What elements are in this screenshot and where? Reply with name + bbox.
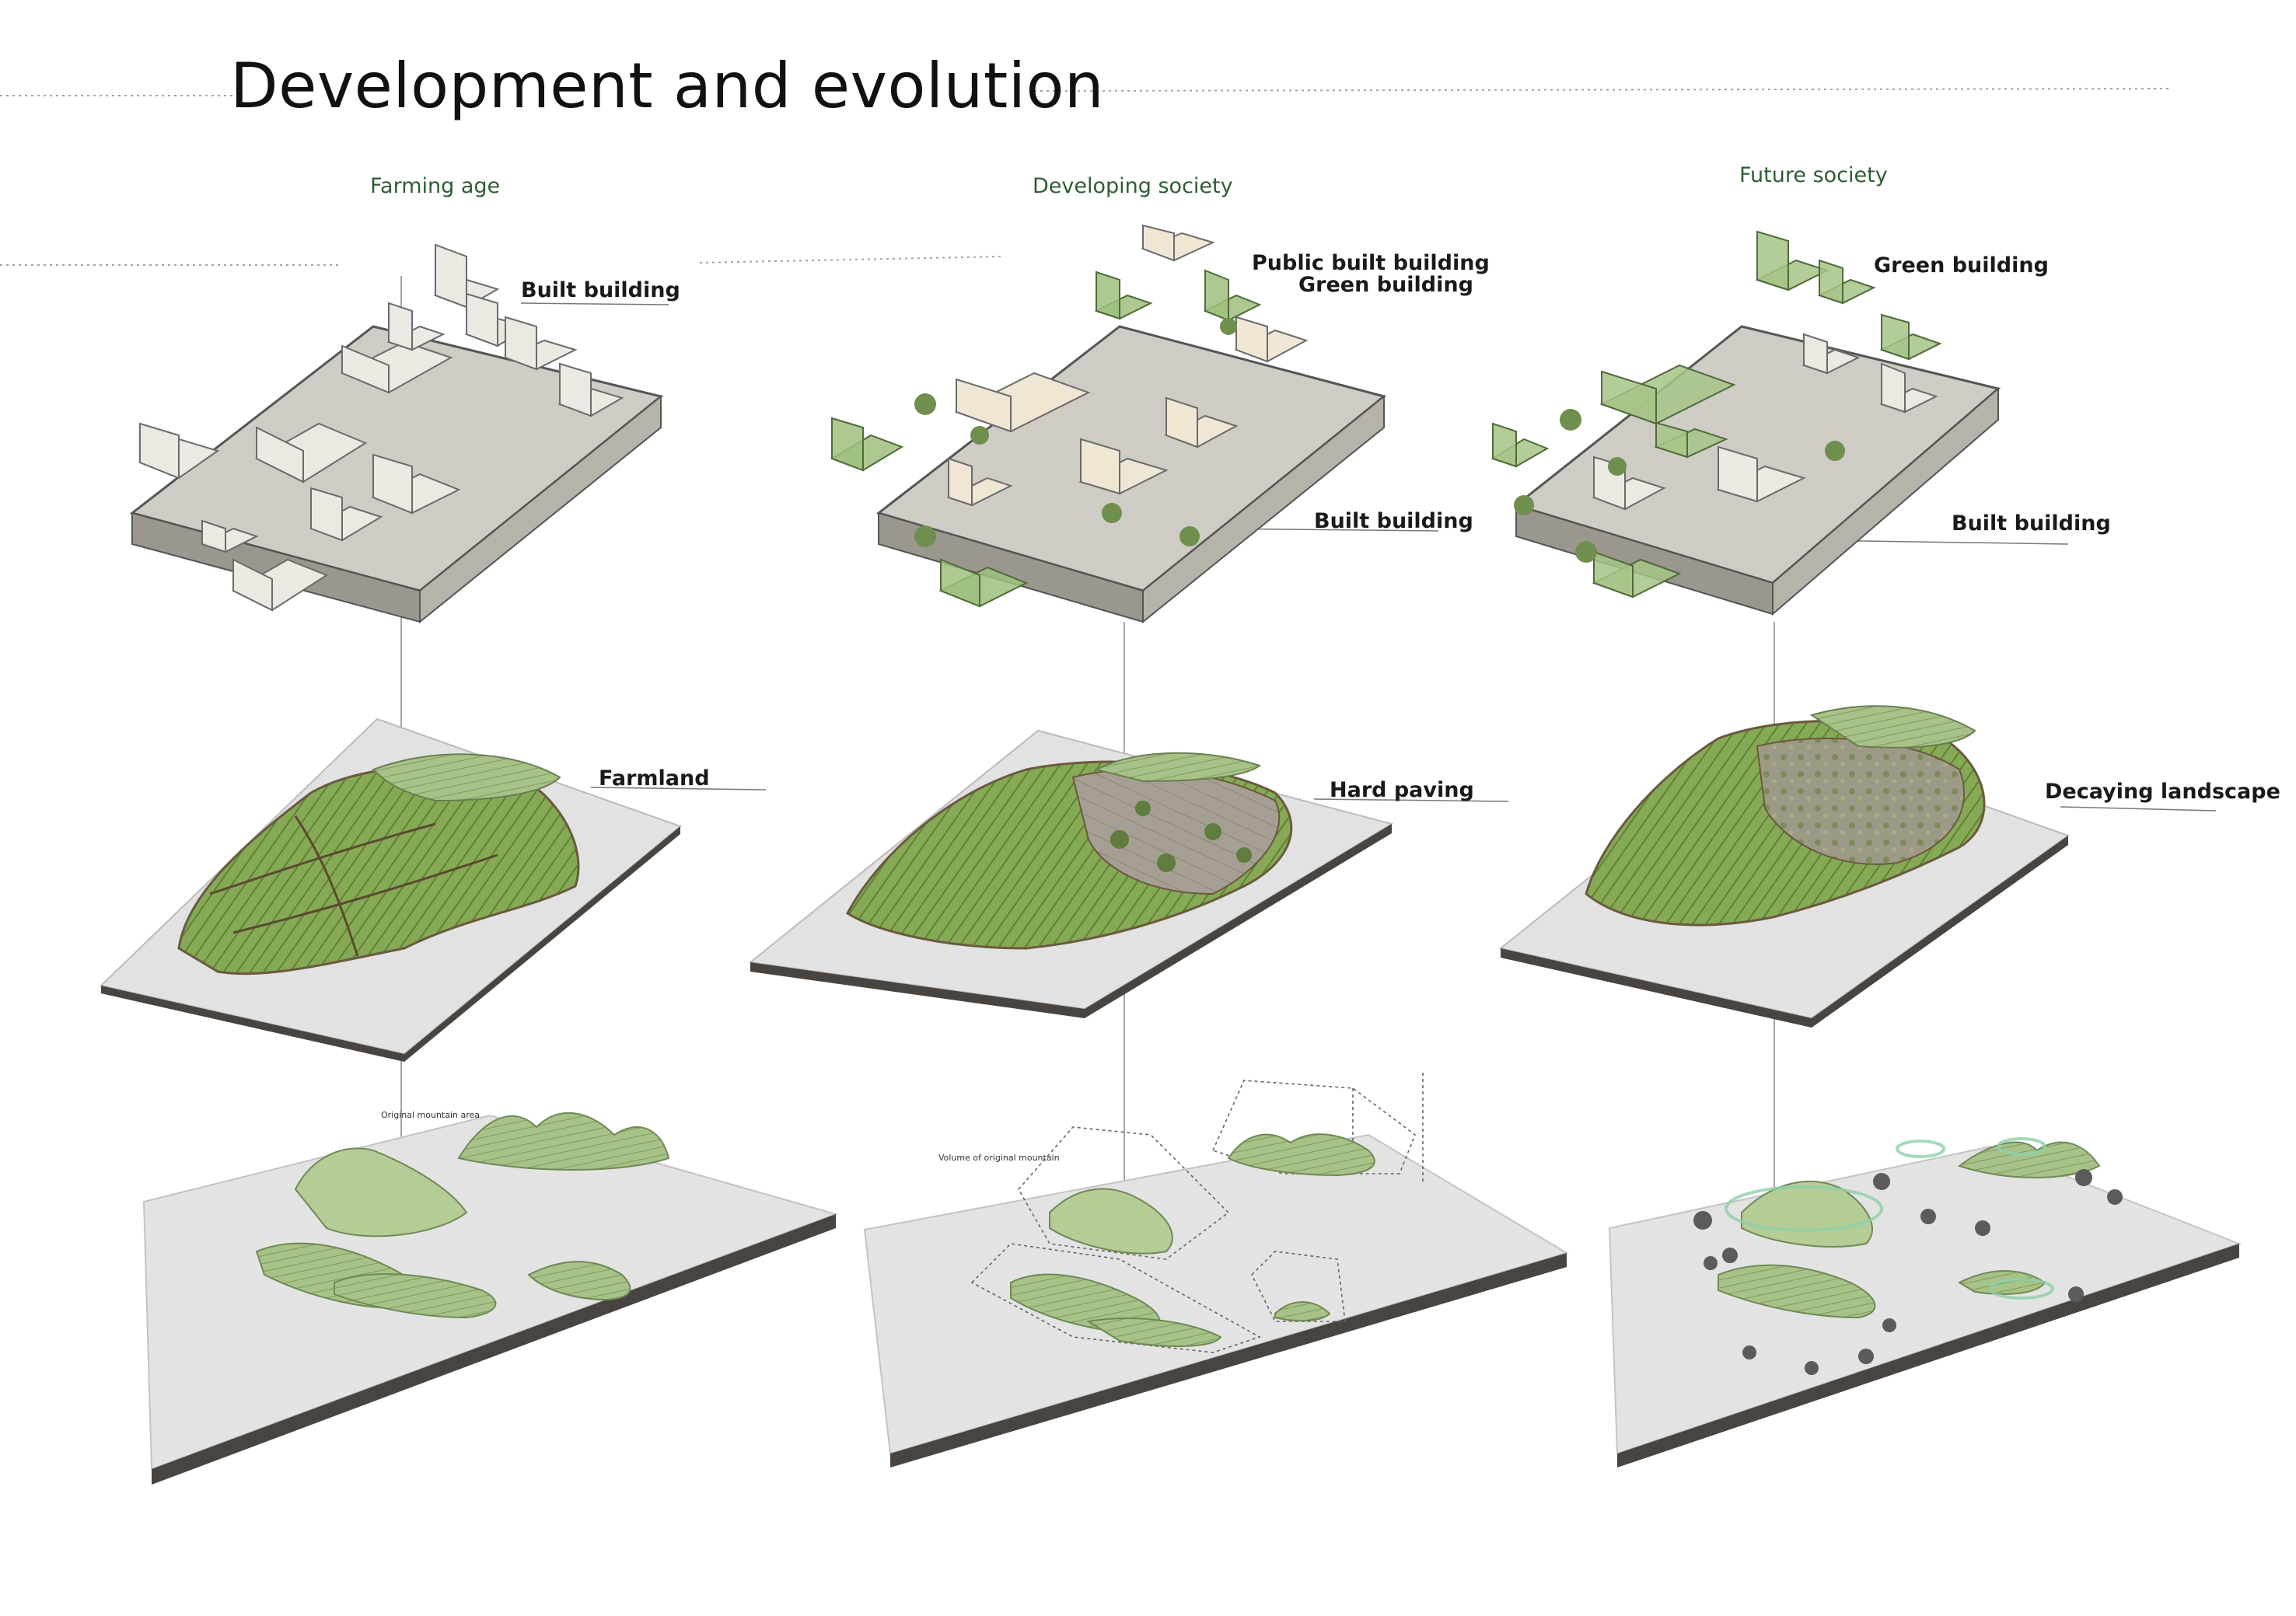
mountains-col3 [1718, 1141, 2101, 1319]
terrain-plate-future-society [1608, 1137, 2242, 1468]
guide-lines [0, 88, 2170, 266]
page-title: Development and evolution [230, 50, 1105, 122]
column-heading-developing-society: Developing society [1033, 174, 1233, 198]
street-trees-col3 [1514, 409, 1845, 563]
callout-built-building-2: Built building [1314, 509, 1473, 533]
green-buildings-col2 [830, 269, 1262, 608]
city-block-farming-age [129, 243, 664, 624]
city-block-future-society [1490, 230, 2001, 616]
trees-col3 [1693, 1169, 2123, 1375]
built-buildings-col3 [1592, 333, 1938, 511]
callout-built-building-3: Built building [1952, 511, 2111, 536]
column-heading-future-society: Future society [1739, 163, 1888, 187]
label-original-mountain-area: Original mountain area [381, 1110, 481, 1120]
callout-decaying-landscape: Decaying landscape [2045, 780, 2280, 804]
built-buildings-col2 [946, 224, 1309, 507]
terrain-plate-developing-society [863, 1073, 1569, 1468]
built-buildings-col1 [138, 243, 624, 612]
mountains-col2 [1010, 1133, 1375, 1347]
landscape-plate-farming-age [99, 717, 682, 1062]
callout-hard-paving: Hard paving [1330, 778, 1474, 802]
green-buildings-col3 [1490, 230, 1942, 599]
callout-farmland: Farmland [599, 766, 710, 791]
landscape-plate-future-society [1498, 705, 2071, 1028]
street-trees-col2 [914, 318, 1237, 547]
guide-line-title-right [1033, 88, 2170, 92]
city-block-developing-society [830, 224, 1387, 624]
mountains-col1 [255, 1112, 670, 1319]
callout-built-building-1: Built building [521, 278, 680, 302]
column-heading-farming-age: Farming age [370, 174, 501, 198]
halo-rings-col3 [1725, 1137, 2054, 1300]
callout-green-building-3: Green building [1874, 253, 2049, 277]
callout-public-built-building: Public built building [1252, 251, 1490, 275]
callout-green-building-2: Green building [1298, 273, 1473, 297]
landscape-plate-developing-society [748, 729, 1394, 1018]
trees-plate-col2 [1110, 801, 1252, 872]
label-volume-of-original-mountain: Volume of original mountain [938, 1153, 1060, 1163]
terrain-plate-farming-age [142, 1112, 839, 1485]
guide-line-row1-right [699, 256, 1004, 264]
